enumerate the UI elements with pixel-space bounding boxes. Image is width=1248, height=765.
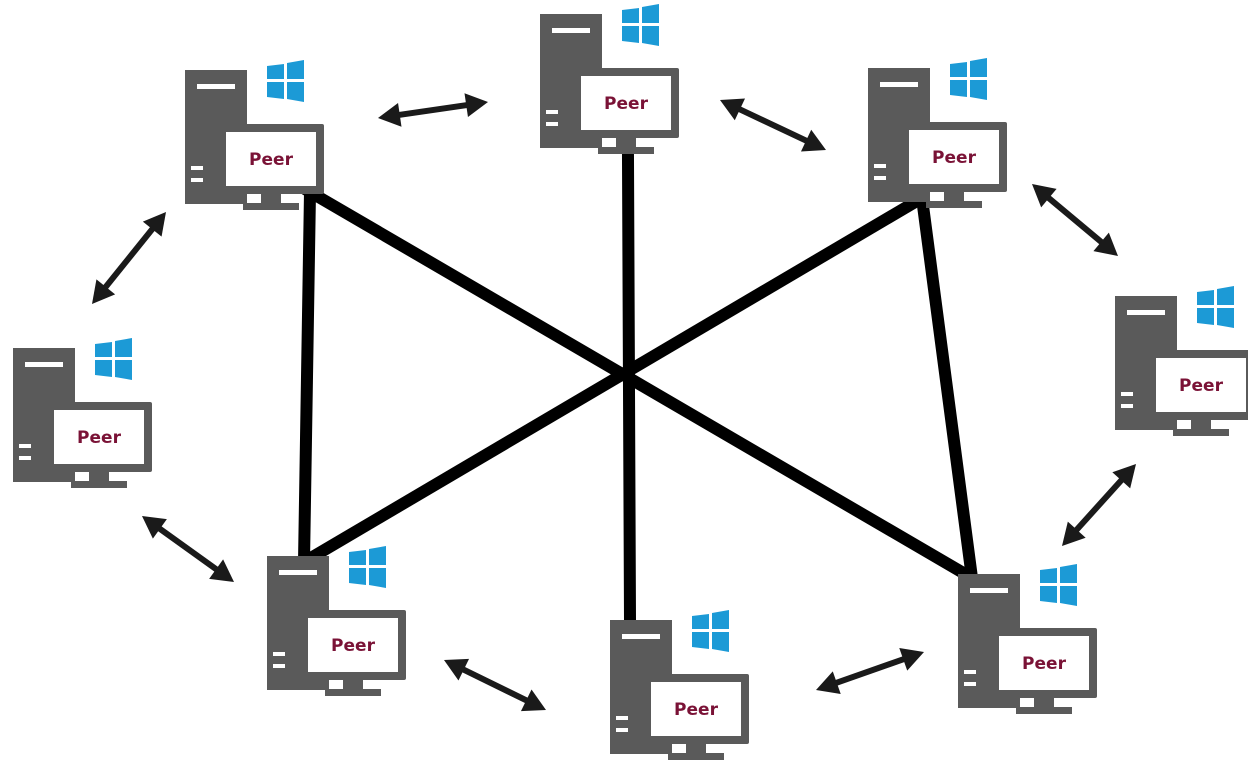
link-top-left-bottom-right: [301, 183, 981, 587]
arrow-shaft: [99, 222, 159, 294]
arrow-head: [1112, 464, 1136, 489]
computer-icon: [901, 122, 1007, 208]
link-top-center-bottom-center: [621, 153, 637, 627]
peer-node-mid-right[interactable]: Peer: [1115, 286, 1248, 436]
arrow-head: [464, 93, 488, 118]
links-layer: [295, 153, 981, 627]
peer-label: Peer: [331, 636, 376, 656]
link-top-right-bottom-left: [295, 189, 931, 571]
arrow-head: [520, 689, 546, 712]
peer-label: Peer: [674, 700, 719, 720]
peer-label: Peer: [932, 148, 977, 168]
arrow-head: [142, 212, 166, 237]
double-arrow-icon: [1032, 184, 1118, 256]
peer-node-bottom-left[interactable]: Peer: [267, 546, 406, 696]
peer-node-bottom-right[interactable]: Peer: [958, 564, 1097, 714]
arrow-shaft: [153, 522, 223, 576]
double-arrow-icon: [720, 98, 826, 152]
peer-label: Peer: [1022, 654, 1067, 674]
arrow-head: [1093, 232, 1118, 256]
arrow-head: [1032, 184, 1057, 208]
windows-logo-icon: [622, 4, 659, 46]
computer-icon: [1148, 350, 1248, 436]
arrow-head: [444, 658, 470, 681]
arrow-head: [1062, 521, 1086, 546]
double-arrow-icon: [92, 212, 166, 304]
arrow-shaft: [733, 104, 813, 146]
peer-node-bottom-center[interactable]: Peer: [610, 610, 749, 760]
double-arrow-icon: [1062, 464, 1136, 546]
arrow-head: [142, 516, 167, 539]
windows-logo-icon: [1040, 564, 1077, 606]
double-arrow-icon: [378, 93, 488, 127]
arrows-layer: [92, 93, 1136, 712]
arrow-shaft: [457, 664, 533, 706]
computer-icon: [300, 610, 406, 696]
arrow-shaft: [1042, 191, 1108, 249]
peer-node-top-left[interactable]: Peer: [185, 60, 324, 210]
windows-logo-icon: [1197, 286, 1234, 328]
windows-logo-icon: [692, 610, 729, 652]
arrow-head: [816, 671, 841, 695]
arrow-head: [899, 647, 924, 671]
windows-logo-icon: [349, 546, 386, 588]
arrow-shaft: [830, 654, 910, 688]
double-arrow-icon: [444, 658, 546, 712]
arrow-shaft: [393, 101, 473, 119]
arrow-shaft: [1070, 473, 1128, 537]
link-top-right-bottom-right: [915, 191, 979, 585]
windows-logo-icon: [267, 60, 304, 102]
arrow-head: [720, 98, 746, 121]
peer-node-mid-left[interactable]: Peer: [13, 338, 152, 488]
computer-icon: [218, 124, 324, 210]
peer-node-top-right[interactable]: Peer: [868, 58, 1007, 208]
windows-logo-icon: [95, 338, 132, 380]
arrow-head: [209, 559, 234, 582]
peer-label: Peer: [1179, 376, 1224, 396]
computer-icon: [643, 674, 749, 760]
arrow-head: [92, 279, 116, 304]
double-arrow-icon: [816, 647, 924, 695]
double-arrow-icon: [142, 516, 234, 582]
computer-icon: [46, 402, 152, 488]
peer-label: Peer: [77, 428, 122, 448]
computer-icon: [573, 68, 679, 154]
computer-icon: [991, 628, 1097, 714]
peer-label: Peer: [249, 150, 294, 170]
arrow-head: [800, 129, 826, 152]
arrow-head: [378, 102, 402, 127]
windows-logo-icon: [950, 58, 987, 100]
peer-label: Peer: [604, 94, 649, 114]
link-top-left-bottom-left: [297, 185, 317, 569]
peer-node-top-center[interactable]: Peer: [540, 4, 679, 154]
